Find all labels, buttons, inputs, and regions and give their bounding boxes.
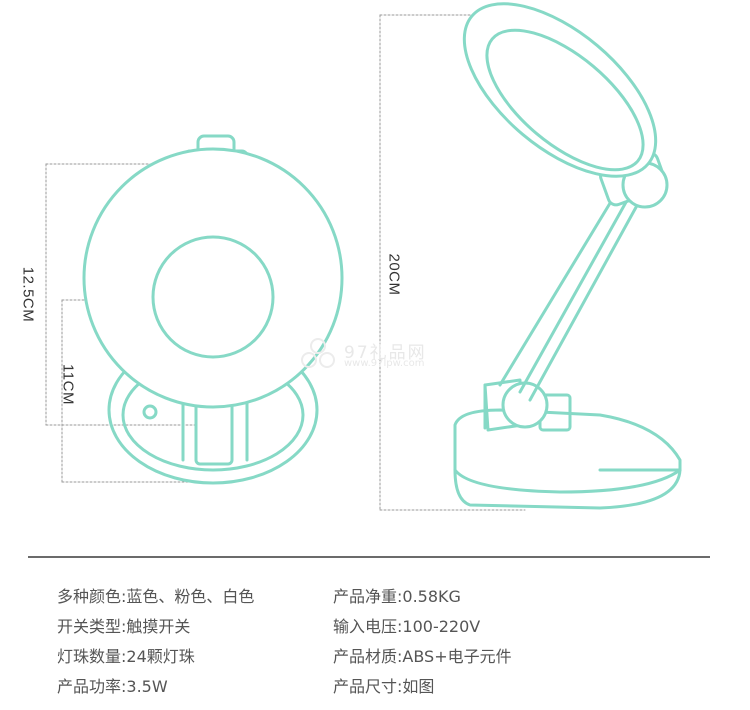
spec-value: 如图 <box>402 677 435 696</box>
spec-row: 开关类型:触摸开关 <box>57 612 254 642</box>
watermark-logo-icon <box>301 338 335 368</box>
spec-label: 产品功率: <box>57 677 127 696</box>
spec-value: 24颗灯珠 <box>126 647 195 666</box>
spec-label: 多种颜色: <box>57 587 127 606</box>
watermark-brand: 97礼品网 <box>344 343 427 363</box>
spec-label: 输入电压: <box>333 617 403 636</box>
section-divider <box>28 556 710 558</box>
side-arm <box>498 188 642 402</box>
watermark-url: www.97lpw.com <box>344 358 425 369</box>
side-lower-hinge <box>501 381 549 429</box>
spec-label: 产品尺寸: <box>333 677 403 696</box>
spec-value: 3.5W <box>126 677 168 696</box>
spec-label: 产品净重: <box>333 587 403 606</box>
spec-value: 100-220V <box>402 617 481 636</box>
spec-label: 产品材质: <box>333 647 403 666</box>
front-view-lamp <box>82 134 344 485</box>
spec-value: 0.58KG <box>402 587 461 606</box>
side-lamp-head <box>462 2 658 178</box>
spec-label: 开关类型: <box>57 617 127 636</box>
spec-row: 产品净重:0.58KG <box>333 582 512 612</box>
side-dimension-lines <box>379 14 526 511</box>
spec-column-left: 多种颜色:蓝色、粉色、白色 开关类型:触摸开关 灯珠数量:24颗灯珠 产品功率:… <box>57 582 254 702</box>
dimension-label-head-diameter: 11CM <box>59 364 77 405</box>
product-drawing <box>45 2 682 511</box>
spec-row: 产品功率:3.5W <box>57 672 254 702</box>
spec-row: 多种颜色:蓝色、粉色、白色 <box>57 582 254 612</box>
spec-row: 产品尺寸:如图 <box>333 672 512 702</box>
spec-label: 灯珠数量: <box>57 647 127 666</box>
side-view-lamp <box>453 2 682 510</box>
front-lamp-head <box>82 147 344 409</box>
spec-column-right: 产品净重:0.58KG 输入电压:100-220V 产品材质:ABS+电子元件 … <box>333 582 512 702</box>
dimension-label-height-front: 12.5CM <box>19 266 37 323</box>
spec-row: 产品材质:ABS+电子元件 <box>333 642 512 672</box>
dimension-label-height-side: 20CM <box>385 253 403 296</box>
spec-value: ABS+电子元件 <box>402 647 512 666</box>
front-switch <box>142 404 158 420</box>
spec-row: 输入电压:100-220V <box>333 612 512 642</box>
front-light-panel <box>151 235 275 359</box>
front-dimension-lines <box>45 163 199 483</box>
spec-value: 触摸开关 <box>126 617 191 636</box>
spec-row: 灯珠数量:24颗灯珠 <box>57 642 254 672</box>
side-lamp-rim <box>485 28 645 172</box>
spec-value: 蓝色、粉色、白色 <box>126 587 255 606</box>
